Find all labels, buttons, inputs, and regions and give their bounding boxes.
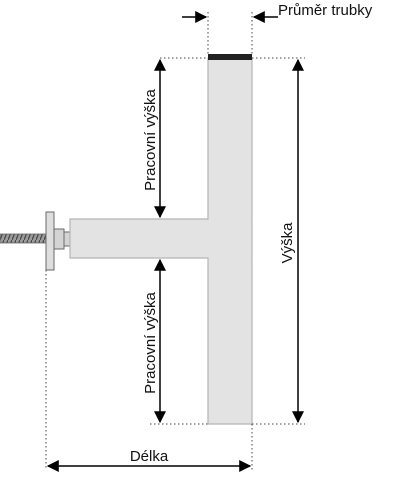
height-label: Výška <box>279 222 296 264</box>
working-height-top-label: Pracovní výška <box>142 88 159 190</box>
pipe-diameter-label: Průměr trubky <box>278 2 373 19</box>
guide-lines <box>45 12 305 470</box>
length-label: Délka <box>130 448 169 465</box>
mounting-plate <box>45 211 72 271</box>
working-height-bottom-label: Pracovní výška <box>142 291 159 393</box>
tube-cap <box>208 54 252 60</box>
t-tube <box>69 57 253 425</box>
